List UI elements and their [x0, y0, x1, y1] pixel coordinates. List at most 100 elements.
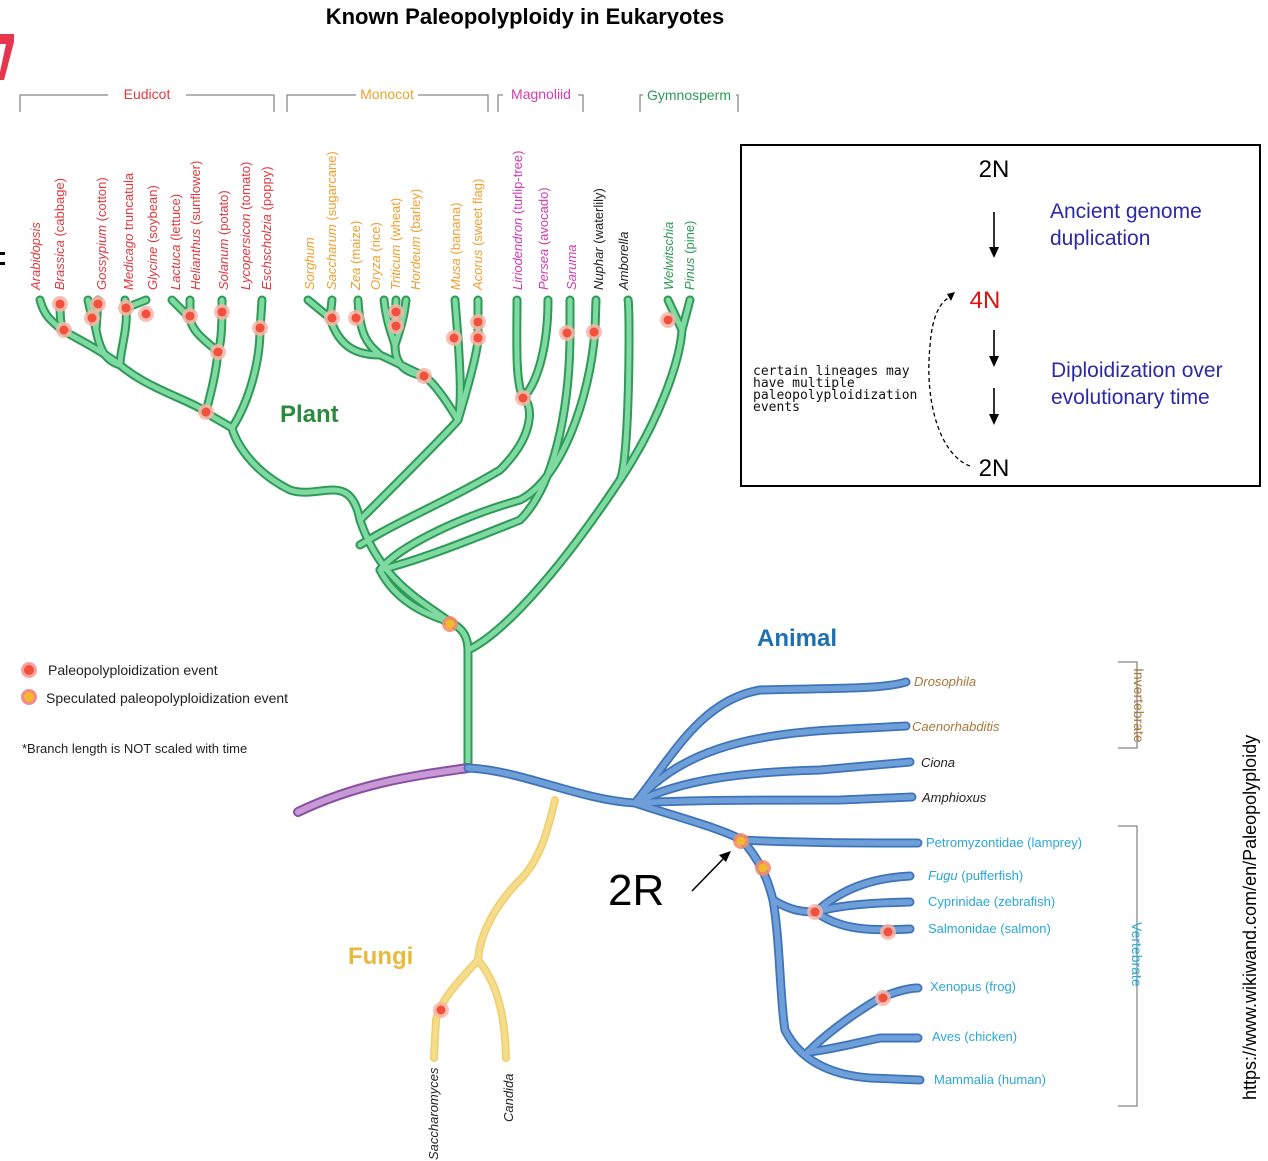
- fungi-taxon-labels: Saccharomyces Candida: [426, 1067, 516, 1160]
- plant-taxon-label: Helianthus (sunflower): [188, 161, 203, 290]
- plant-taxon-label: Lactuca (lettuce): [168, 194, 183, 290]
- vertebrate-label: Vertebrate: [1129, 922, 1145, 987]
- plant-branch: [377, 297, 573, 573]
- inset-note-line1: certain lineages may: [753, 364, 910, 379]
- figure-title: Known Paleopolyploidy in Eukaryotes: [325, 4, 725, 29]
- fungi-kingdom-label: Fungi: [348, 943, 413, 970]
- animal-branch: [813, 873, 913, 915]
- paleopolyploidization-event: [391, 321, 401, 331]
- animal-kingdom-label: Animal: [757, 625, 837, 652]
- inset-note-line3: paleopolyploidization: [753, 388, 917, 403]
- legend-event-label: Paleopolyploidization event: [48, 662, 218, 678]
- plant-taxon-label: Gossypium (cotton): [94, 177, 109, 290]
- plant-taxon-label: Liriodendron (turlip-tree): [510, 151, 525, 290]
- inset-note-line4: events: [753, 400, 800, 415]
- monocot-label: Monocot: [360, 86, 414, 102]
- monocot-bracket: [286, 94, 489, 112]
- invertebrate-label: Invertebrate: [1131, 668, 1147, 743]
- plant-taxon-label: Hordeum (barley): [408, 189, 423, 290]
- plant-taxon-label: Lycopersicon (tomato): [238, 162, 253, 290]
- source-url: https://www.wikiwand.com/en/Paleopolyplo…: [1240, 734, 1260, 1100]
- plant-taxon-label: Solanum (potato): [216, 190, 231, 290]
- inset-diploid-line1: Diploidization over: [1051, 359, 1223, 382]
- animal-branch: [632, 794, 915, 806]
- animal-taxon-label: Cyprinidae (zebrafish): [928, 894, 1055, 909]
- invertebrate-bracket: [1118, 661, 1138, 749]
- magnoliid-bracket: [497, 94, 584, 112]
- animal-taxon-label: Caenorhabditis: [912, 719, 1000, 734]
- paleopolyploidization-event: [473, 333, 483, 343]
- animal-tree: [463, 677, 925, 1085]
- plant-branch: [617, 297, 693, 483]
- paleopolyploidization-event: [87, 313, 97, 323]
- inset-diploid-line2: evolutionary time: [1051, 386, 1210, 409]
- arrow-2r-line: [691, 855, 727, 892]
- group-brackets: [19, 94, 1138, 1107]
- plant-branch: [520, 297, 551, 401]
- animal-branch: [632, 759, 913, 806]
- dashed-return-arc: [928, 295, 971, 467]
- inset-duplication-line2: duplication: [1050, 227, 1150, 250]
- paleopolyploidization-event: [663, 315, 673, 325]
- animal-taxon-label: Petromyzontidae (lamprey): [926, 835, 1082, 850]
- inset-bottom-2n: 2N: [979, 455, 1010, 482]
- animal-taxon-labels: DrosophilaCaenorhabditisCionaAmphioxusPe…: [912, 674, 1082, 1087]
- arrow-2r-head: [719, 851, 731, 862]
- paleopolyploidization-event: [883, 927, 893, 937]
- arrow-up-icon: [947, 292, 955, 301]
- legend-speculated-label: Speculated paleopolyploidization event: [46, 690, 288, 706]
- plant-branch: [665, 297, 685, 333]
- fungi-branch: [431, 957, 481, 1061]
- paleopolyploidization-event: [59, 325, 69, 335]
- fungi-taxon-label: Saccharomyces: [426, 1067, 441, 1160]
- animal-branch: [739, 837, 921, 846]
- paleopolyploidization-event: [255, 323, 265, 333]
- plant-taxon-label: Oryza (rice): [368, 222, 383, 290]
- plant-kingdom-label: Plant: [280, 401, 339, 428]
- plant-branch: [229, 425, 453, 625]
- paleopolyploidization-event: [518, 393, 528, 403]
- plant-taxon-label: Triticum (wheat): [388, 198, 403, 290]
- vertebrate-bracket: [1118, 825, 1138, 1107]
- eudicot-label: Eudicot: [124, 86, 171, 102]
- fungi-tree: [430, 796, 559, 1062]
- plant-taxon-label: Eschscholzia (poppy): [259, 166, 274, 290]
- paleopolyploidization-event: [473, 317, 483, 327]
- plant-taxon-label: Amborella: [616, 231, 631, 291]
- paleopolyploidization-event: [589, 327, 599, 337]
- magnoliid-label: Magnoliid: [511, 86, 571, 102]
- animal-taxon-label: Xenopus (frog): [930, 979, 1016, 994]
- animal-branch: [465, 765, 638, 806]
- inset-duplication-line1: Ancient genome: [1050, 200, 1202, 223]
- legend-speculated-swatch: [21, 689, 37, 705]
- plant-branch: [377, 297, 599, 625]
- legend-note: *Branch length is NOT scaled with time: [22, 741, 247, 756]
- plant-taxon-label: Brassica (cabbage): [52, 178, 67, 290]
- animal-branch: [632, 800, 745, 843]
- paleopolyploidization-event: [141, 309, 151, 319]
- fungi-branch: [475, 797, 558, 963]
- plant-taxon-label: Medicago truncatula: [121, 172, 136, 290]
- edge-dot-2: [0, 262, 5, 265]
- plant-branch: [357, 395, 532, 548]
- animal-taxon-label: Salmonidae (salmon): [928, 921, 1051, 936]
- animal-taxon-label: Amphioxus: [921, 790, 987, 805]
- fungi-taxon-label: Candida: [501, 1074, 516, 1122]
- label-2r: 2R: [608, 866, 665, 915]
- paleopolyploidization-event: [351, 313, 361, 323]
- plant-branch: [421, 373, 461, 423]
- gymnosperm-label: Gymnosperm: [647, 87, 731, 103]
- speculated-event: [758, 863, 768, 873]
- arrow-down-icon: [989, 414, 999, 425]
- paleopolyploidization-event: [562, 328, 572, 338]
- animal-branch: [813, 909, 913, 933]
- inset-4n: 4N: [970, 287, 1001, 314]
- animal-branch: [770, 897, 923, 1083]
- paleopolyploidization-event: [391, 307, 401, 317]
- animal-branch: [805, 1035, 921, 1055]
- paleopolyploidization-event: [185, 311, 195, 321]
- legend: Paleopolyploidization event Speculated p…: [21, 662, 288, 756]
- animal-taxon-label: Ciona: [921, 755, 955, 770]
- plant-branch: [355, 297, 383, 358]
